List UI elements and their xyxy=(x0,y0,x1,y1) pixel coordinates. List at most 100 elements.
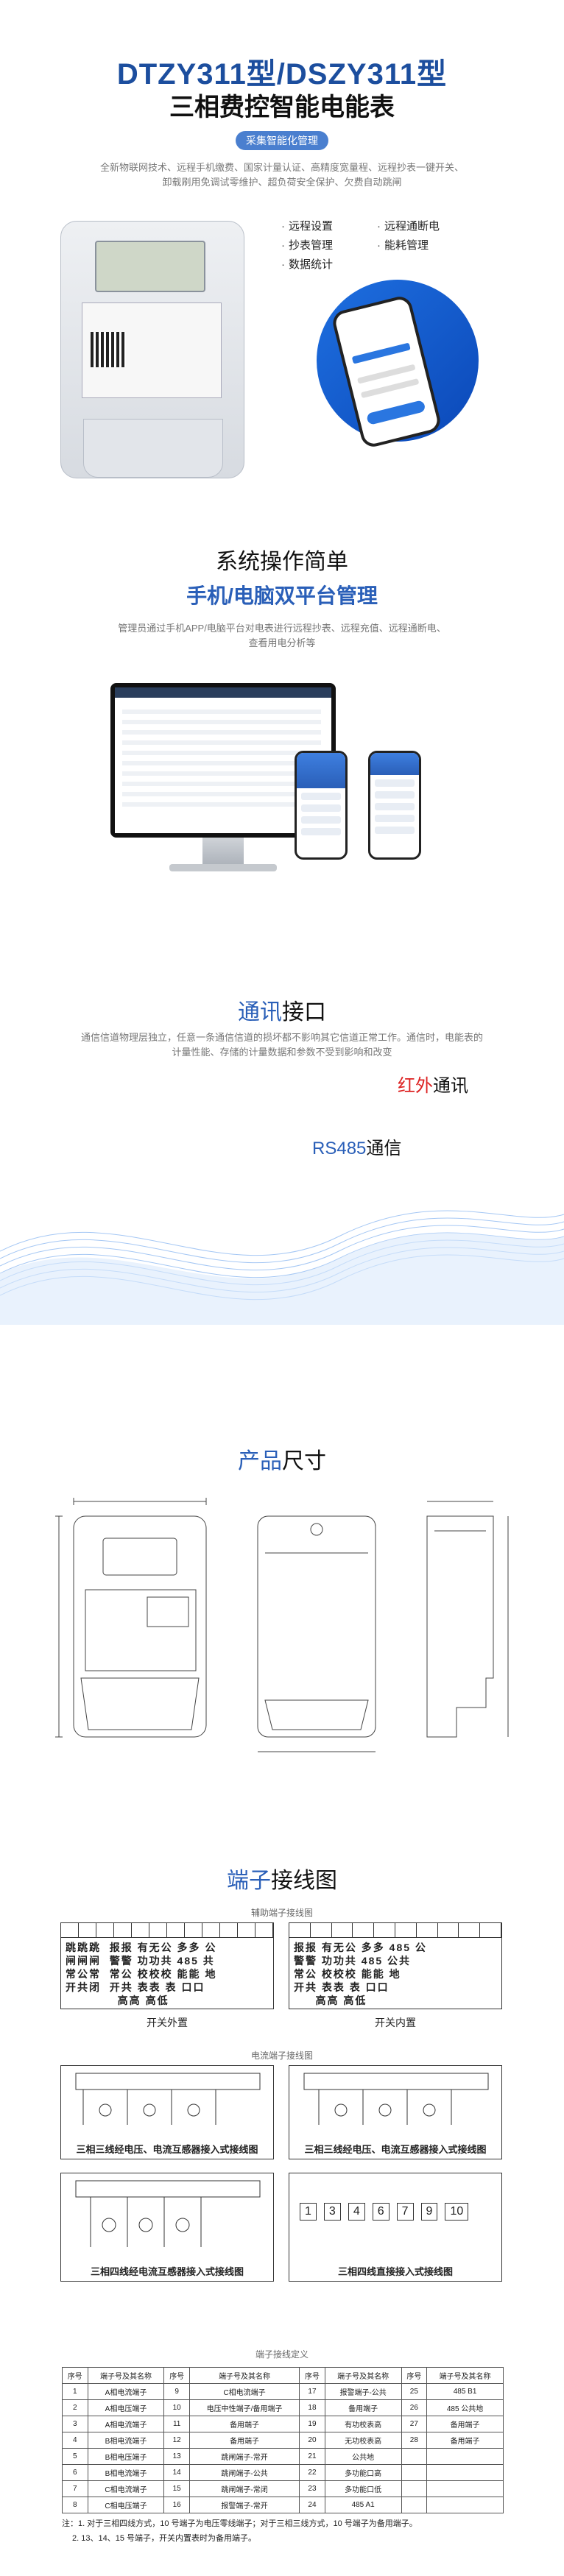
table-cell xyxy=(401,2497,428,2513)
wiring-diagram-b: 三相三线经电压、电流互感器接入式接线图 xyxy=(289,2065,502,2159)
section3-desc: 通信信道物理层独立，任意一条通信信道的损坏都不影响其它信道正常工作。通信时，电能… xyxy=(66,1030,498,1060)
table-header: 序号 xyxy=(163,2367,190,2384)
terminal-number: 1 xyxy=(300,2203,317,2221)
terminal-number: 3 xyxy=(323,2203,341,2221)
table-cell: C相电流端子 xyxy=(188,2383,300,2400)
aux-right-label: 开关内置 xyxy=(375,2017,416,2028)
monitor-stand xyxy=(202,838,244,867)
feature-item: ·远程设置 xyxy=(281,220,334,233)
feature-label: 抄表管理 xyxy=(289,239,334,252)
table-cell: 跳闸端子-常开 xyxy=(188,2448,300,2465)
app-phone-1 xyxy=(295,751,348,860)
table-cell: 公共地 xyxy=(324,2448,402,2465)
table-cell: 23 xyxy=(299,2480,325,2497)
monitor-base xyxy=(169,864,277,871)
section3-desc-line1: 通信信道物理层独立，任意一条通信信道的损坏都不影响其它信道正常工作。通信时，电能… xyxy=(80,1032,483,1043)
power-caption: 电流端子接线图 xyxy=(250,2050,313,2061)
table-header-row: 序号 端子号及其名称 序号 端子号及其名称 序号 端子号及其名称 序号 端子号及… xyxy=(62,2367,504,2384)
table-cell: 27 xyxy=(401,2416,428,2432)
table-header: 端子号及其名称 xyxy=(188,2367,300,2384)
table-cell: 6 xyxy=(62,2464,88,2481)
table-cell xyxy=(401,2480,428,2497)
table-cell: 1 xyxy=(62,2383,88,2400)
table-cell: 备用端子 xyxy=(188,2432,300,2449)
table-cell: 7 xyxy=(62,2480,88,2497)
feature-item: ·数据统计 xyxy=(281,258,334,271)
table-cell: 22 xyxy=(299,2464,325,2481)
meter-image xyxy=(60,221,244,478)
aux-right-grid: 报报 有无公 多多 485 公 警警 功功共 485 公共 常公 校校校 能能 … xyxy=(294,1942,427,2006)
table-cell: 4 xyxy=(62,2432,88,2449)
wiring-c-label: 三相四线经电流互感器接入式接线图 xyxy=(90,2266,244,2277)
table-header: 序号 xyxy=(299,2367,325,2384)
table-cell: C相电压端子 xyxy=(87,2497,165,2513)
table-cell: 电压中性端子/备用端子 xyxy=(188,2399,300,2416)
terminal-number: 9 xyxy=(420,2203,438,2221)
section2-desc: 管理员通过手机APP/电脑平台对电表进行远程抄表、远程充值、远程通断电、 查看用… xyxy=(96,621,468,651)
terminal-number: 4 xyxy=(348,2203,365,2221)
terminal-number: 7 xyxy=(396,2203,414,2221)
wiring-diagram-d: 1 3 4 6 7 9 10 三相四线直接接入式接线图 xyxy=(289,2173,502,2282)
table-cell: C相电流端子 xyxy=(87,2480,165,2497)
meter-lcd xyxy=(95,241,205,292)
table-cell: 13 xyxy=(163,2448,190,2465)
table-cell: 多功能口低 xyxy=(324,2480,402,2497)
wave-decoration xyxy=(0,1210,564,1325)
table-cell: 19 xyxy=(299,2416,325,2432)
section5-title-rest: 接线图 xyxy=(271,1869,337,1893)
hero-subtitle: 三相费控智能电能表 xyxy=(169,93,395,121)
section3-title-accent: 通讯 xyxy=(238,1000,282,1025)
feature-item: ·能耗管理 xyxy=(377,239,429,252)
table-cell: 17 xyxy=(299,2383,325,2400)
hero-desc-line1: 全新物联网技术、远程手机缴费、国家计量认证、高精度宽量程、远程抄表一键开关、 xyxy=(99,162,464,173)
table-cell: 报警端子-常开 xyxy=(188,2497,300,2513)
hero-pill: 采集智能化管理 xyxy=(236,131,328,150)
table-cell: 备用端子 xyxy=(426,2432,504,2449)
dimension-drawings xyxy=(55,1498,509,1752)
table-cell: 16 xyxy=(163,2497,190,2513)
table-header: 序号 xyxy=(62,2367,88,2384)
feature-label: 远程通断电 xyxy=(384,220,440,233)
table-cell: 跳闸端子-公共 xyxy=(188,2464,300,2481)
wiring-diagram-a: 三相三线经电压、电流互感器接入式接线图 xyxy=(60,2065,274,2159)
section2-title: 系统操作简单 xyxy=(216,550,348,574)
table-cell: 备用端子 xyxy=(188,2416,300,2432)
table-note-2: 2. 13、14、15 号端子，开关内置表时为备用端子。 xyxy=(72,2534,256,2543)
table-cell: 无功校表高 xyxy=(324,2432,402,2449)
section4-title: 产品尺寸 xyxy=(0,1443,564,1475)
aux-left-grid: 跳跳跳 报报 有无公 多多 公 闸闸闸 警警 功功共 485 共 常公常 常公 … xyxy=(66,1942,217,2006)
table-cell: 8 xyxy=(62,2497,88,2513)
table-cell: 多功能口高 xyxy=(324,2464,402,2481)
table-header: 端子号及其名称 xyxy=(87,2367,165,2384)
aux-caption: 辅助端子接线图 xyxy=(250,1908,313,1918)
wiring-a-label: 三相三线经电压、电流互感器接入式接线图 xyxy=(76,2144,258,2155)
table-cell: 报警端子-公共 xyxy=(324,2383,402,2400)
section5-title: 端子接线图 xyxy=(0,1862,564,1894)
section3-title-rest: 接口 xyxy=(282,1000,326,1025)
meter-qr-code xyxy=(91,332,126,367)
rs485-accent: RS485 xyxy=(312,1139,367,1158)
table-header: 端子号及其名称 xyxy=(426,2367,504,2384)
hero-desc: 全新物联网技术、远程手机缴费、国家计量认证、高精度宽量程、远程抄表一键开关、 卸… xyxy=(81,160,483,190)
table-cell: 2 xyxy=(62,2399,88,2416)
section2-subtitle: 手机/电脑双平台管理 xyxy=(186,584,378,607)
table-cell: 24 xyxy=(299,2497,325,2513)
section4-title-accent: 产品 xyxy=(238,1449,282,1473)
wiring-diagram-c: 三相四线经电流互感器接入式接线图 xyxy=(60,2173,274,2282)
table-cell: A相电流端子 xyxy=(87,2383,165,2400)
table-cell xyxy=(426,2497,504,2513)
feature-label: 能耗管理 xyxy=(384,239,429,252)
section4-title-rest: 尺寸 xyxy=(282,1449,326,1473)
table-cell: 15 xyxy=(163,2480,190,2497)
table-cell: 10 xyxy=(163,2399,190,2416)
table-cell: 18 xyxy=(299,2399,325,2416)
section5-title-accent: 端子 xyxy=(227,1869,271,1893)
section2-desc-line1: 管理员通过手机APP/电脑平台对电表进行远程抄表、远程充值、远程通断电、 xyxy=(118,623,446,634)
table-cell: 26 xyxy=(401,2399,428,2416)
